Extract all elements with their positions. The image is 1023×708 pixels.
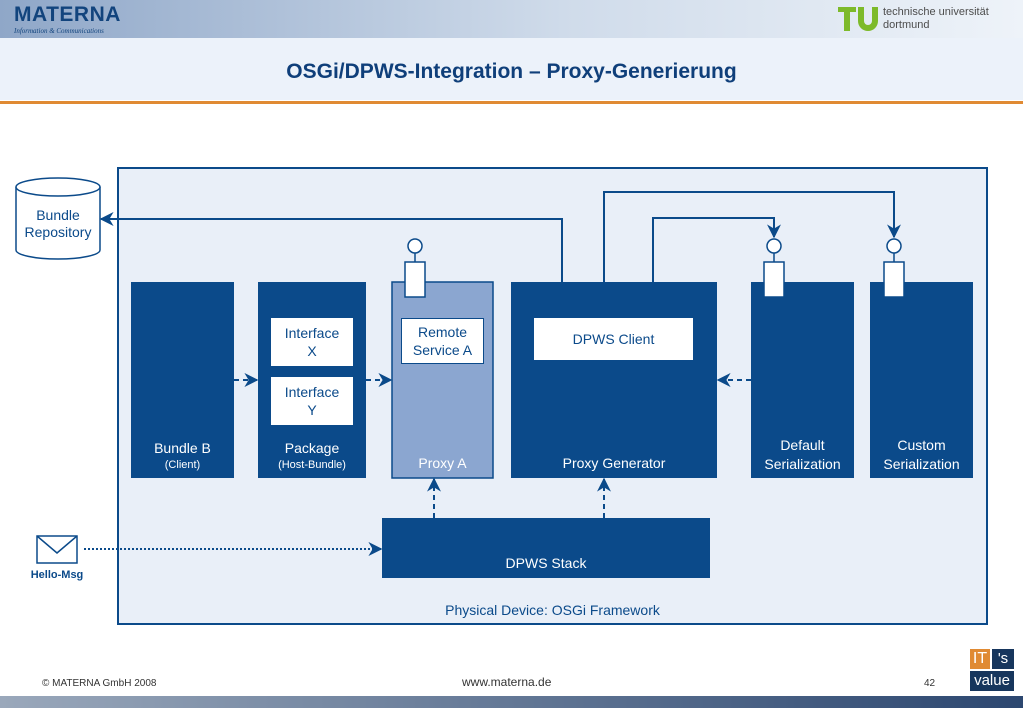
generator-to-repository-arrow: [99, 212, 563, 282]
university-name-line2: dortmund: [883, 19, 930, 31]
bundle-repository-label-line2: Repository: [24, 224, 92, 240]
badge-value: value: [970, 671, 1014, 691]
remote-service-a-box: Remote Service A: [401, 318, 484, 364]
proxy-a-block: [391, 281, 494, 479]
framework-label: Physical Device: OSGi Framework: [445, 602, 660, 618]
interface-y-line1: Interface: [284, 384, 340, 400]
hello-msg-label: Hello-Msg: [30, 569, 84, 581]
header-bar: [0, 0, 1023, 38]
custom-serialization-label: Custom Serialization: [870, 436, 973, 474]
generator-to-default-arrow: [652, 217, 781, 282]
interface-x-line2: X: [307, 343, 317, 359]
interface-x-line1: Interface: [284, 325, 340, 341]
badge-it: IT: [970, 649, 990, 669]
default-serialization-line2: Serialization: [764, 456, 841, 472]
dpws-stack-label: DPWS Stack: [505, 555, 587, 571]
footer-copyright: © MATERNA GmbH 2008: [42, 678, 157, 689]
default-serialization-block: [751, 282, 854, 478]
generator-to-custom-arrow: [603, 191, 901, 282]
remote-service-a-line2: Service A: [412, 342, 473, 358]
custom-serialization-block: [870, 282, 973, 478]
title-band: [0, 38, 1023, 100]
proxy-generator-block: [511, 282, 717, 478]
interface-x-box: Interface X: [271, 318, 353, 366]
dpws-stack-block: [382, 518, 710, 578]
custom-serialization-line1: Custom: [897, 437, 946, 453]
tu-logo-icon: [838, 7, 878, 31]
default-serialization-port: [763, 238, 785, 298]
dpws-client-box: DPWS Client: [534, 318, 693, 360]
interface-y-box: Interface Y: [271, 377, 353, 425]
envelope-icon: [36, 535, 78, 564]
custom-serialization-port: [883, 238, 905, 298]
interface-y-line2: Y: [307, 402, 317, 418]
proxy-a-label: Proxy A: [418, 455, 467, 471]
bundle-repository-cylinder: [15, 177, 101, 260]
package-label: Package (Host-Bundle): [258, 440, 366, 474]
title-underline: [0, 101, 1023, 104]
remote-service-a-line1: Remote: [417, 324, 468, 340]
its-value-badge: IT 's value: [968, 648, 1018, 694]
default-serialization-label: Default Serialization: [751, 436, 854, 474]
proxy-a-service-port: [404, 238, 426, 298]
proxy-generator-label: Proxy Generator: [562, 455, 666, 471]
university-name-line1: technische universität: [883, 6, 989, 18]
badge-s: 's: [992, 649, 1014, 669]
page-number: 42: [924, 678, 936, 689]
package-subtitle: (Host-Bundle): [278, 459, 346, 471]
bundle-repository-label-line1: Bundle: [36, 207, 80, 223]
bundle-b-block: [131, 282, 234, 478]
bundle-b-title: Bundle B: [154, 440, 211, 456]
bundle-b-label: Bundle B (Client): [131, 440, 234, 474]
footer-bar: [0, 696, 1023, 708]
materna-logo-subtitle: Information & Communications: [14, 27, 104, 35]
bundle-b-subtitle: (Client): [164, 459, 201, 471]
footer-url[interactable]: www.materna.de: [462, 675, 552, 689]
bundle-repository-label: Bundle Repository: [16, 207, 100, 241]
slide-title: OSGi/DPWS-Integration – Proxy-Generierun…: [286, 60, 737, 83]
package-title: Package: [284, 440, 340, 456]
default-serialization-line1: Default: [780, 437, 825, 453]
materna-logo: MATERNA: [14, 3, 121, 26]
custom-serialization-line2: Serialization: [883, 456, 960, 472]
